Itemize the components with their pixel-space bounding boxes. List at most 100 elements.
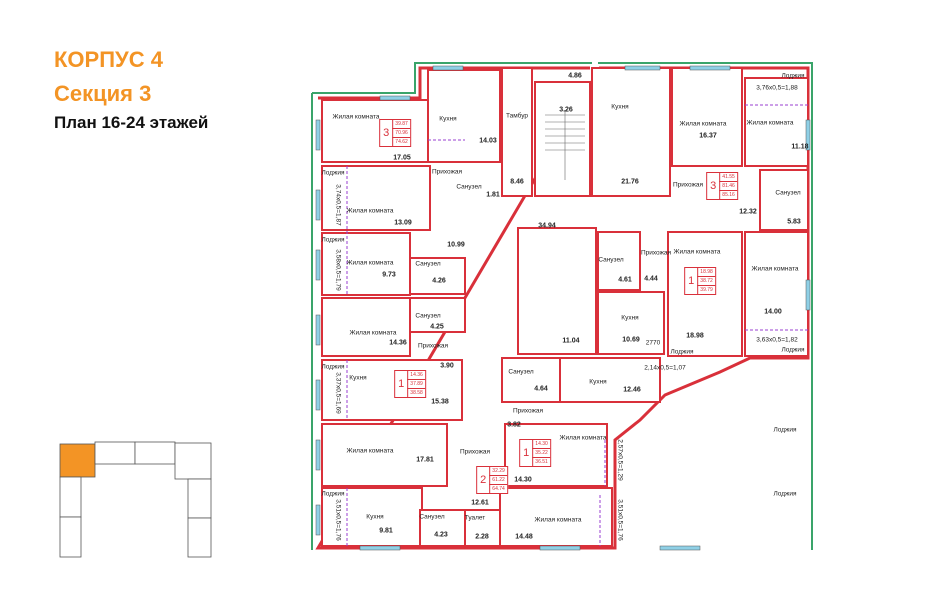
elevator-hall (517, 227, 597, 355)
apartment-living: 18.98 (697, 268, 715, 277)
loggia-area-calc: 3,37x0,5=1,69 (334, 372, 342, 414)
apartment-total: 35.22 (532, 449, 550, 458)
room-name: Санузел (415, 312, 441, 320)
loggia-label: Лоджия (321, 363, 345, 371)
room-name: Кухня (439, 115, 457, 123)
room (759, 169, 809, 231)
room-area: 14.03 (479, 137, 497, 145)
room-name: Жилая комната (346, 447, 394, 455)
room-name: Жилая комната (349, 329, 397, 337)
room (501, 67, 533, 197)
room-area: 4.61 (618, 276, 632, 284)
room (597, 231, 641, 291)
key-plan-section (94, 441, 136, 465)
apartment-total-with-loggia: 36.51 (532, 458, 550, 466)
room-area: 14.00 (764, 308, 782, 316)
room (321, 99, 429, 163)
room (321, 423, 448, 487)
dimension-label: 2770 (645, 339, 661, 347)
room-area: 4.64 (534, 385, 548, 393)
room-name: Прихожая (672, 181, 704, 189)
apartment-total-with-loggia: 85.16 (719, 191, 737, 199)
facade-outline (311, 62, 813, 550)
loggia-label: Лоджия (773, 490, 797, 498)
room-area: 4.23 (434, 531, 448, 539)
key-plan (59, 441, 212, 558)
room-name: Жилая комната (746, 119, 794, 127)
room (597, 291, 665, 355)
room-name: Жилая комната (534, 516, 582, 524)
room-area: 1.81 (486, 191, 500, 199)
room (591, 67, 671, 197)
room (321, 232, 411, 296)
room-area: 12.46 (623, 386, 641, 394)
loggia-label: Лоджия (670, 348, 694, 356)
room-name: Прихожая (640, 249, 672, 257)
room-name: Жилая комната (679, 120, 727, 128)
room-name: Прихожая (512, 407, 544, 415)
room-name: Жилая комната (346, 207, 394, 215)
room-area: 9.81 (379, 527, 393, 535)
key-plan-section (59, 476, 82, 518)
room-name: Жилая комната (332, 113, 380, 121)
room-area: 17.81 (416, 456, 434, 464)
room-name: Прихожая (431, 168, 463, 176)
apartment-living: 32.29 (489, 467, 507, 476)
loggia-area-calc: 3,63x0,5=1,82 (756, 336, 798, 344)
room (409, 297, 466, 333)
loggia-area-calc: 3,74x0,5=1,87 (334, 184, 342, 226)
room (744, 77, 809, 167)
room (419, 509, 466, 547)
section-title: Секция 3 (54, 81, 152, 106)
room-area: 10.99 (447, 241, 465, 249)
room-area: 17.05 (393, 154, 411, 162)
room-area: 14.36 (389, 339, 407, 347)
loggia-label: Лоджия (321, 236, 345, 244)
apartment-room-count: 1 (398, 378, 405, 390)
room-name: Жилая комната (346, 259, 394, 267)
loggia-label: Лоджия (321, 169, 345, 177)
room-name: Жилая комната (559, 434, 607, 442)
apartment-room-count: 2 (480, 474, 487, 486)
apartment-room-count: 1 (688, 275, 695, 287)
loggia-label: Лоджия (781, 346, 805, 354)
room-name: Кухня (366, 513, 384, 521)
room-area: 4.44 (644, 275, 658, 283)
room-area: 3.82 (507, 421, 521, 429)
key-plan-section (134, 441, 176, 465)
apartment-room-count: 3 (710, 180, 717, 192)
room-area: 12.61 (471, 499, 489, 507)
apartment-total-with-loggia: 38.58 (407, 389, 425, 397)
apartment-living: 41.55 (719, 173, 737, 182)
room-area: 4.25 (430, 323, 444, 331)
room-name: Прихожая (459, 448, 491, 456)
apartment-room-count: 3 (383, 127, 390, 139)
room (321, 359, 463, 421)
room-area: 14.48 (515, 533, 533, 541)
room-area: 13.09 (394, 219, 412, 227)
room-area: 15.38 (431, 398, 449, 406)
plan-title: План 16-24 этажей (54, 113, 209, 132)
room-name: Жилая комната (673, 248, 721, 256)
room-area: 9.73 (382, 271, 396, 279)
stairwell (534, 81, 591, 197)
apartment-total: 61.22 (489, 476, 507, 485)
room-area: 10.69 (622, 336, 640, 344)
room-area: 2.28 (475, 533, 489, 541)
room-area: 14.30 (514, 476, 532, 484)
room-name: Санузел (508, 368, 534, 376)
room-area: 8.46 (510, 178, 524, 186)
apartment-total: 37.89 (407, 380, 425, 389)
apartment-living: 14.36 (407, 371, 425, 380)
key-plan-section (187, 517, 212, 558)
room-area: 18.98 (686, 332, 704, 340)
room (409, 257, 466, 295)
room-area: 5.83 (787, 218, 801, 226)
apartment-total-with-loggia: 39.79 (697, 286, 715, 294)
loggia-label: Лоджия (773, 426, 797, 434)
apartment-total: 81.46 (719, 182, 737, 191)
